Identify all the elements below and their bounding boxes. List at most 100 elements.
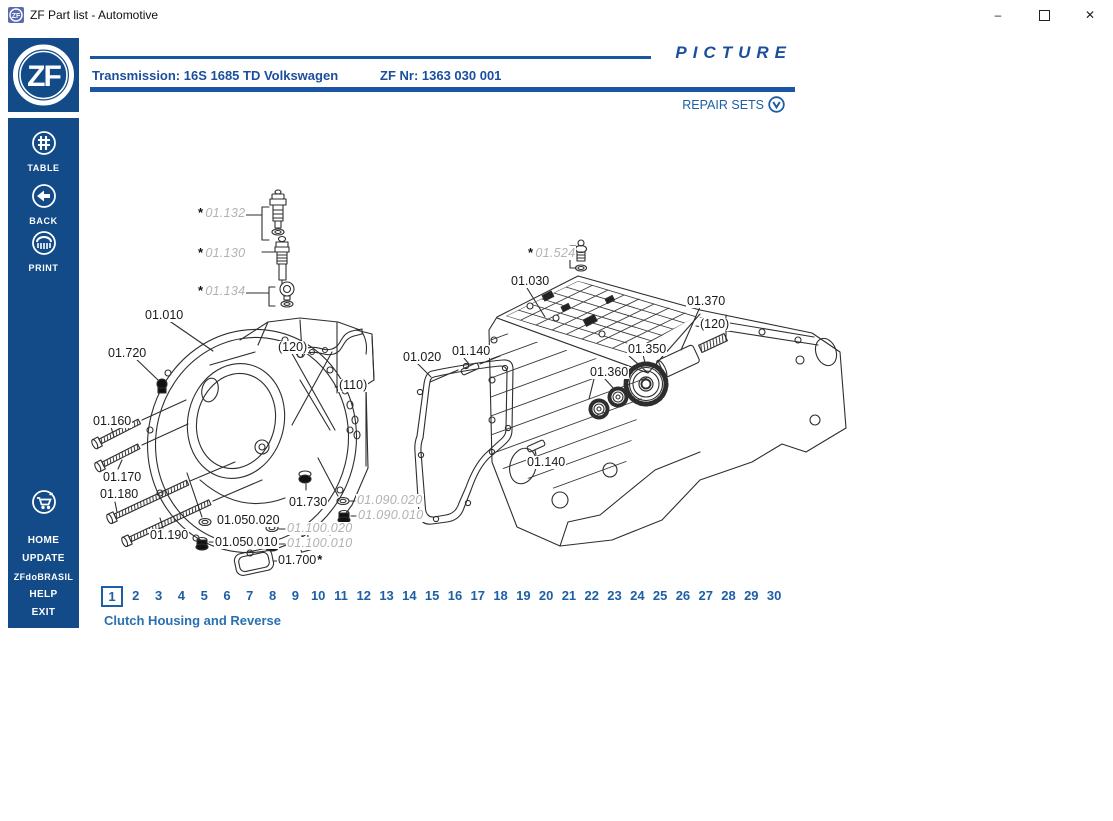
part-label-01-020: 01.020 bbox=[402, 350, 443, 364]
gearbox-case-drawing bbox=[488, 275, 847, 547]
part-label-01-720: 01.720 bbox=[107, 346, 148, 360]
page-number-2[interactable]: 2 bbox=[132, 588, 140, 603]
zf-nr-label: ZF Nr: 1363 030 001 bbox=[380, 68, 502, 83]
minimize-button[interactable]: – bbox=[994, 8, 1002, 22]
page-number-19[interactable]: 19 bbox=[516, 588, 531, 603]
page-number-30[interactable]: 30 bbox=[766, 588, 782, 603]
bolt-01-160 bbox=[91, 418, 142, 450]
header-divider-thick bbox=[90, 87, 795, 92]
sidebar-table-button[interactable]: TABLE bbox=[8, 130, 79, 173]
page-number-14[interactable]: 14 bbox=[402, 588, 417, 603]
leader-01-170 bbox=[117, 423, 189, 470]
leader-01-190 bbox=[159, 479, 263, 529]
sidebar-print-button[interactable]: PRINT bbox=[8, 230, 79, 273]
bolt-01-180 bbox=[106, 479, 190, 525]
page-number-5[interactable]: 5 bbox=[200, 588, 208, 603]
sidebar-back-button[interactable]: BACK bbox=[8, 183, 79, 226]
part-label-01-010: 01.010 bbox=[144, 308, 185, 322]
sensor-part-01-130 bbox=[261, 235, 290, 285]
page-number-4[interactable]: 4 bbox=[177, 588, 185, 603]
part-label-01-100-020: 01.100.020 bbox=[286, 521, 354, 535]
leader-01-360 bbox=[588, 378, 616, 400]
page-number-28[interactable]: 28 bbox=[721, 588, 736, 603]
part-label-01-140-top: 01.140 bbox=[451, 344, 492, 358]
pin-01-140-top bbox=[460, 362, 480, 376]
page-number-23[interactable]: 23 bbox=[607, 588, 622, 603]
page-number-17[interactable]: 17 bbox=[470, 588, 485, 603]
page-number-22[interactable]: 22 bbox=[584, 588, 599, 603]
page-number-15[interactable]: 15 bbox=[424, 588, 440, 603]
pin-120-right bbox=[698, 332, 728, 354]
sidebar-link-exit[interactable]: EXIT bbox=[31, 607, 56, 618]
sidebar-cart-button[interactable] bbox=[8, 489, 79, 520]
roller-01-360-a bbox=[588, 398, 610, 420]
page-title: PICTURE bbox=[675, 43, 792, 62]
page-number-24[interactable]: 24 bbox=[630, 588, 645, 603]
part-label-01-050-010: 01.050.010 bbox=[214, 535, 279, 549]
maximize-icon bbox=[1038, 9, 1050, 21]
window-titlebar: ZF ZF Part list - Automotive – ✕ bbox=[0, 0, 1113, 30]
page-number-11[interactable]: 11 bbox=[334, 588, 348, 603]
repair-sets-link[interactable]: REPAIR SETS bbox=[682, 96, 785, 113]
sidebar-table-label: TABLE bbox=[27, 163, 60, 173]
leader-01-370 bbox=[680, 306, 701, 351]
roller-01-360-b bbox=[607, 386, 629, 408]
part-label-120-right: (120) bbox=[699, 317, 731, 331]
page-number-29[interactable]: 29 bbox=[744, 588, 759, 603]
leader-01-160 bbox=[110, 399, 187, 438]
sidebar-link-update[interactable]: UPDATE bbox=[22, 553, 65, 564]
shopping-cart-icon bbox=[31, 490, 56, 514]
pin-01-140-bottom bbox=[526, 439, 546, 453]
sidebar-link-home[interactable]: HOME bbox=[27, 535, 60, 546]
sidebar: TABLE BACK PRINT HOME UPDATE ZFdoBRASIL … bbox=[8, 118, 79, 628]
washer-01-050-020 bbox=[186, 472, 212, 527]
plug-01-730 bbox=[298, 470, 312, 491]
page-number-13[interactable]: 13 bbox=[379, 588, 394, 603]
close-button[interactable]: ✕ bbox=[1084, 8, 1096, 22]
bolt-01-190 bbox=[121, 499, 212, 548]
page-number-12[interactable]: 12 bbox=[356, 588, 371, 603]
part-label-01-524: *01.524 bbox=[527, 245, 577, 260]
plug-01-090-010 bbox=[337, 509, 357, 524]
page-number-8[interactable]: 8 bbox=[268, 588, 277, 603]
part-label-01-370: 01.370 bbox=[686, 294, 727, 308]
clutch-housing-drawing bbox=[146, 317, 375, 557]
zf-logo: ZF bbox=[8, 38, 79, 112]
part-label-01-090-020: 01.090.020 bbox=[356, 493, 424, 507]
leader-01-140-bottom bbox=[534, 449, 537, 456]
page-number-18[interactable]: 18 bbox=[493, 588, 508, 603]
page-number-1[interactable]: 1 bbox=[101, 586, 123, 607]
app-zf-icon: ZF bbox=[8, 7, 24, 23]
maximize-button[interactable] bbox=[1021, 0, 1067, 30]
page-number-10[interactable]: 10 bbox=[310, 588, 326, 603]
page-number-9[interactable]: 9 bbox=[291, 588, 299, 603]
part-label-01-700: 01.700* bbox=[277, 552, 324, 567]
zf-logo-icon: ZF bbox=[13, 44, 74, 106]
plug-part-01-720 bbox=[132, 355, 168, 394]
part-label-01-350: 01.350 bbox=[627, 342, 668, 356]
sensor-part-01-132 bbox=[233, 189, 287, 241]
page-number-25[interactable]: 25 bbox=[652, 588, 668, 603]
page-number-16[interactable]: 16 bbox=[447, 588, 463, 603]
sidebar-link-zfdobrasil[interactable]: ZFdoBRASIL bbox=[13, 572, 74, 582]
page-number-3[interactable]: 3 bbox=[154, 588, 163, 603]
sidebar-link-help[interactable]: HELP bbox=[29, 589, 58, 600]
plug-01-050-010 bbox=[195, 536, 214, 551]
bolt-01-170 bbox=[94, 443, 141, 473]
part-label-01-132: *01.132 bbox=[197, 205, 247, 220]
page-number-27[interactable]: 27 bbox=[698, 588, 713, 603]
page-number-7[interactable]: 7 bbox=[246, 588, 254, 603]
leader-01-140-top bbox=[429, 355, 501, 383]
pipe-part-120 bbox=[294, 328, 368, 358]
table-grid-icon bbox=[31, 131, 56, 155]
part-label-01-140-bottom: 01.140 bbox=[526, 455, 567, 469]
svg-text:ZF: ZF bbox=[12, 13, 21, 20]
page-number-6[interactable]: 6 bbox=[223, 588, 231, 603]
part-label-01-030: 01.030 bbox=[510, 274, 551, 288]
page-number-26[interactable]: 26 bbox=[675, 588, 691, 603]
part-label-01-090-010: 01.090.010 bbox=[357, 508, 425, 522]
page-number-21[interactable]: 21 bbox=[561, 588, 577, 603]
sidebar-print-label: PRINT bbox=[28, 263, 59, 273]
page-number-20[interactable]: 20 bbox=[538, 588, 554, 603]
